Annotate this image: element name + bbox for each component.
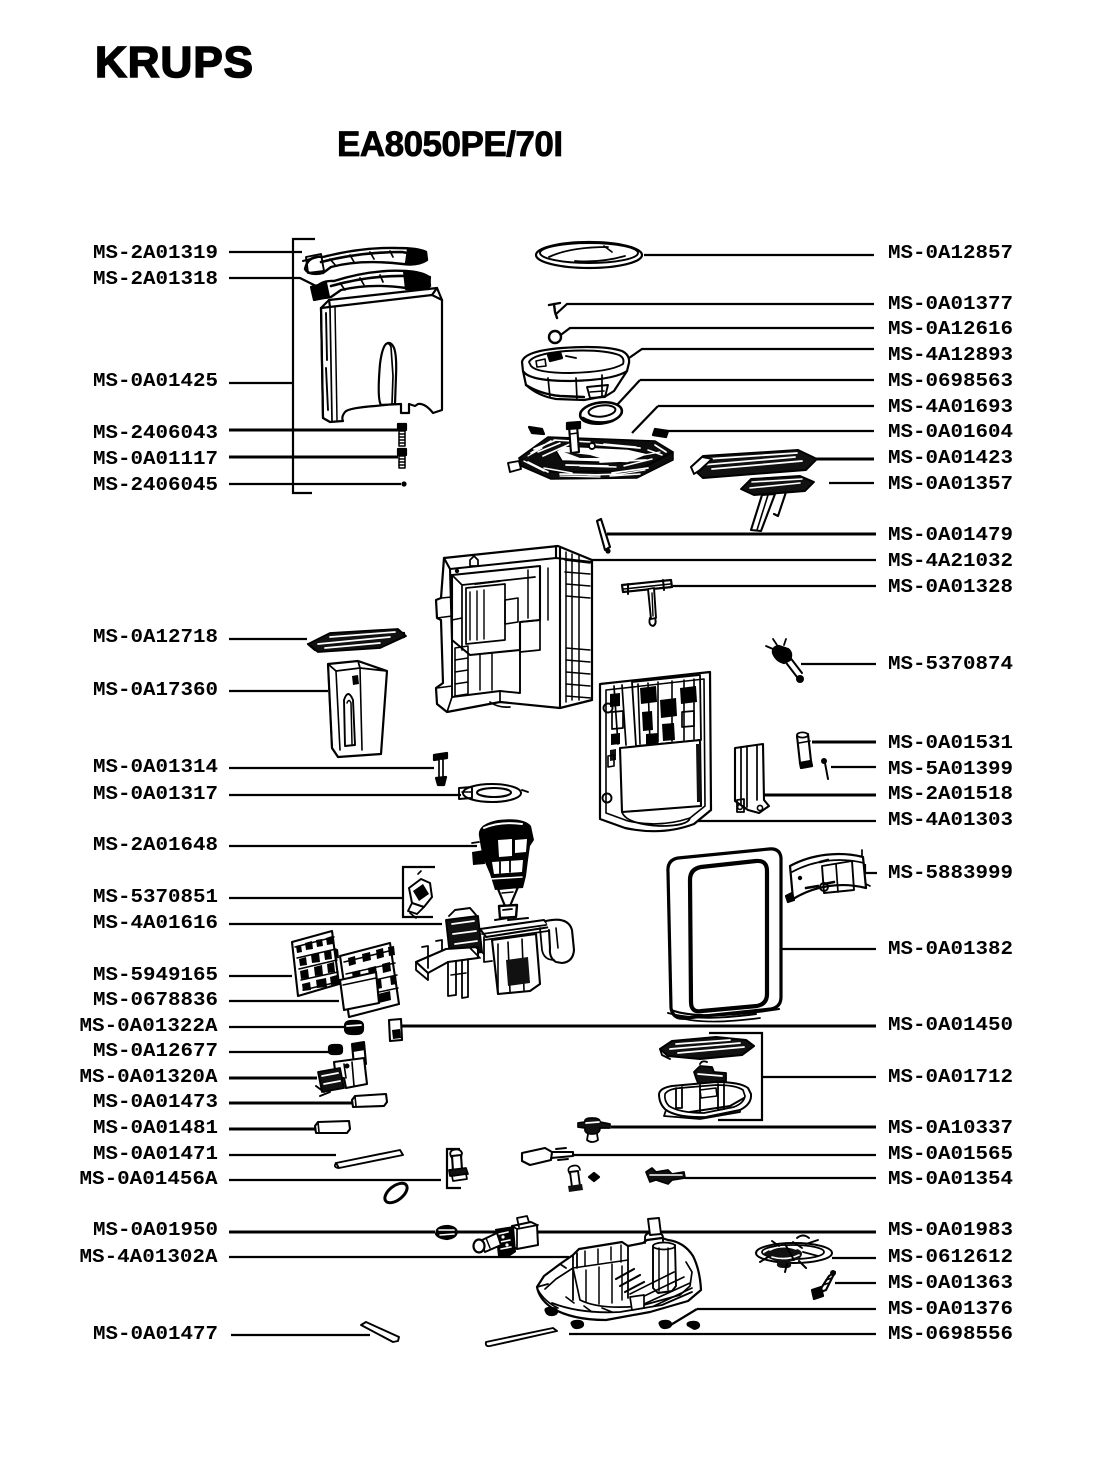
- svg-text:MS-0698563: MS-0698563: [888, 370, 1013, 392]
- svg-text:MS-2406045: MS-2406045: [93, 474, 218, 496]
- svg-text:MS-0A12677: MS-0A12677: [93, 1040, 218, 1062]
- svg-text:MS-4A01302A: MS-4A01302A: [80, 1246, 219, 1268]
- svg-text:MS-0A01354: MS-0A01354: [888, 1168, 1013, 1190]
- svg-text:MS-5A01399: MS-5A01399: [888, 758, 1013, 780]
- svg-text:MS-0A01314: MS-0A01314: [93, 756, 218, 778]
- svg-text:MS-0A01712: MS-0A01712: [888, 1066, 1013, 1088]
- svg-text:MS-4A01693: MS-4A01693: [888, 396, 1013, 418]
- svg-text:MS-0A01477: MS-0A01477: [93, 1323, 218, 1345]
- svg-text:MS-0A01357: MS-0A01357: [888, 473, 1013, 495]
- svg-text:MS-5370874: MS-5370874: [888, 653, 1013, 675]
- svg-text:MS-0A01376: MS-0A01376: [888, 1298, 1013, 1320]
- svg-text:MS-0A01604: MS-0A01604: [888, 421, 1013, 443]
- svg-text:MS-5370851: MS-5370851: [93, 886, 218, 908]
- svg-text:MS-2A01648: MS-2A01648: [93, 834, 218, 856]
- svg-text:MS-0A01479: MS-0A01479: [888, 524, 1013, 546]
- svg-text:MS-4A01616: MS-4A01616: [93, 912, 218, 934]
- svg-text:MS-0A01363: MS-0A01363: [888, 1272, 1013, 1294]
- svg-text:MS-5883999: MS-5883999: [888, 862, 1013, 884]
- svg-text:MS-0A01328: MS-0A01328: [888, 576, 1013, 598]
- svg-text:MS-0698556: MS-0698556: [888, 1323, 1013, 1345]
- svg-text:MS-0A01481: MS-0A01481: [93, 1117, 218, 1139]
- svg-text:MS-0A01471: MS-0A01471: [93, 1143, 218, 1165]
- svg-text:MS-2406043: MS-2406043: [93, 422, 218, 444]
- svg-text:KRUPS: KRUPS: [95, 38, 254, 87]
- svg-text:MS-0A12616: MS-0A12616: [888, 318, 1013, 340]
- svg-text:MS-0A01317: MS-0A01317: [93, 783, 218, 805]
- svg-text:MS-0A01450: MS-0A01450: [888, 1014, 1013, 1036]
- svg-text:MS-0A01117: MS-0A01117: [93, 448, 218, 470]
- svg-text:MS-4A01303: MS-4A01303: [888, 809, 1013, 831]
- svg-text:MS-0A01377: MS-0A01377: [888, 293, 1013, 315]
- svg-text:MS-0A12718: MS-0A12718: [93, 626, 218, 648]
- svg-text:MS-0A01382: MS-0A01382: [888, 938, 1013, 960]
- svg-text:MS-4A12893: MS-4A12893: [888, 344, 1013, 366]
- svg-text:MS-0A01983: MS-0A01983: [888, 1219, 1013, 1241]
- svg-text:MS-0A01322A: MS-0A01322A: [80, 1015, 219, 1037]
- svg-text:MS-0A01565: MS-0A01565: [888, 1143, 1013, 1165]
- svg-text:MS-0A01456A: MS-0A01456A: [80, 1168, 219, 1190]
- svg-text:MS-0A01531: MS-0A01531: [888, 732, 1013, 754]
- svg-text:MS-2A01319: MS-2A01319: [93, 242, 218, 264]
- svg-text:MS-0A01425: MS-0A01425: [93, 370, 218, 392]
- svg-text:MS-0A17360: MS-0A17360: [93, 679, 218, 701]
- svg-text:MS-0612612: MS-0612612: [888, 1246, 1013, 1268]
- svg-text:MS-2A01518: MS-2A01518: [888, 783, 1013, 805]
- svg-text:MS-4A21032: MS-4A21032: [888, 550, 1013, 572]
- svg-text:MS-2A01318: MS-2A01318: [93, 268, 218, 290]
- svg-text:MS-5949165: MS-5949165: [93, 964, 218, 986]
- svg-text:MS-0A10337: MS-0A10337: [888, 1117, 1013, 1139]
- svg-text:MS-0A01950: MS-0A01950: [93, 1219, 218, 1241]
- svg-text:MS-0A12857: MS-0A12857: [888, 242, 1013, 264]
- svg-text:EA8050PE/70I: EA8050PE/70I: [337, 125, 563, 164]
- svg-text:MS-0A01423: MS-0A01423: [888, 447, 1013, 469]
- svg-text:MS-0A01320A: MS-0A01320A: [80, 1066, 219, 1088]
- svg-text:MS-0678836: MS-0678836: [93, 989, 218, 1011]
- svg-text:MS-0A01473: MS-0A01473: [93, 1091, 218, 1113]
